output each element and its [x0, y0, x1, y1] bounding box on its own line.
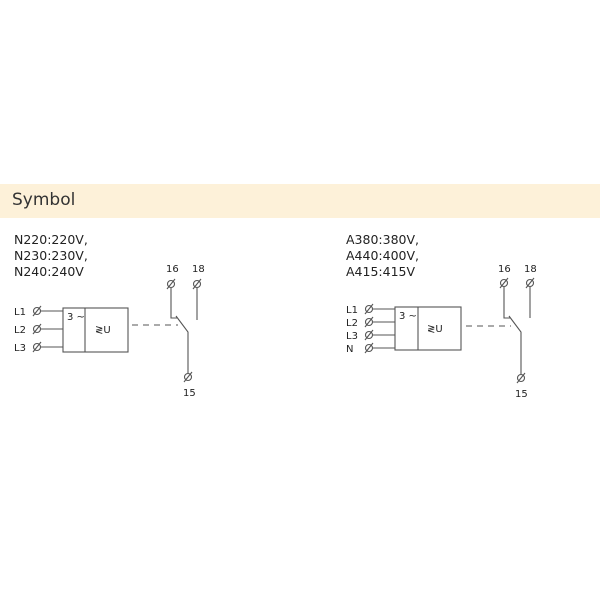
input-label: N: [346, 344, 353, 355]
phase-label: 3 ~: [67, 312, 85, 323]
terminal-icon: [364, 329, 374, 341]
terminal-icon: [183, 371, 193, 383]
variant-label: N230:230V,: [14, 248, 88, 263]
terminal-icon: [192, 278, 202, 290]
contact-label: 15: [183, 388, 196, 399]
contact-label: 18: [524, 264, 537, 275]
phase-label: 3 ~: [399, 311, 417, 322]
function-label: ≷U: [427, 324, 443, 335]
variant-label: N240:240V: [14, 264, 84, 279]
right-diagram: A380:380V, A440:400V, A415:415V L1 L2 L3…: [346, 232, 537, 400]
contact-16-line: [170, 288, 177, 319]
variant-label: N220:220V,: [14, 232, 88, 247]
terminal-icon: [32, 323, 42, 335]
input-label: L2: [14, 325, 26, 336]
input-label: L3: [14, 343, 26, 354]
input-label: L2: [346, 318, 358, 329]
contact-label: 16: [166, 264, 179, 275]
relay-box: [62, 307, 129, 353]
input-label: L1: [14, 307, 26, 318]
function-label: ≷U: [95, 325, 111, 336]
terminal-icon: [166, 278, 176, 290]
terminal-icon: [364, 342, 374, 354]
variant-label: A380:380V,: [346, 232, 419, 247]
contact-label: 18: [192, 264, 205, 275]
contact-switch-blade: [175, 315, 189, 373]
terminal-icon: [525, 277, 535, 289]
terminal-icon: [364, 303, 374, 315]
contact-switch-blade: [508, 315, 522, 374]
section-header: Symbol: [0, 184, 600, 218]
input-label: L1: [346, 305, 358, 316]
contact-16-line: [503, 287, 510, 319]
terminal-icon: [32, 341, 42, 353]
contact-label: 15: [515, 389, 528, 400]
terminal-icon: [516, 372, 526, 384]
variant-label: A415:415V: [346, 264, 415, 279]
contact-label: 16: [498, 264, 511, 275]
left-diagram: N220:220V, N230:230V, N240:240V L1 L2 L3…: [14, 232, 205, 399]
terminal-icon: [364, 316, 374, 328]
relay-box: [394, 306, 462, 351]
variant-label: A440:400V,: [346, 248, 419, 263]
input-label: L3: [346, 331, 358, 342]
terminal-icon: [499, 277, 509, 289]
section-title: Symbol: [12, 190, 76, 210]
terminal-icon: [32, 305, 42, 317]
